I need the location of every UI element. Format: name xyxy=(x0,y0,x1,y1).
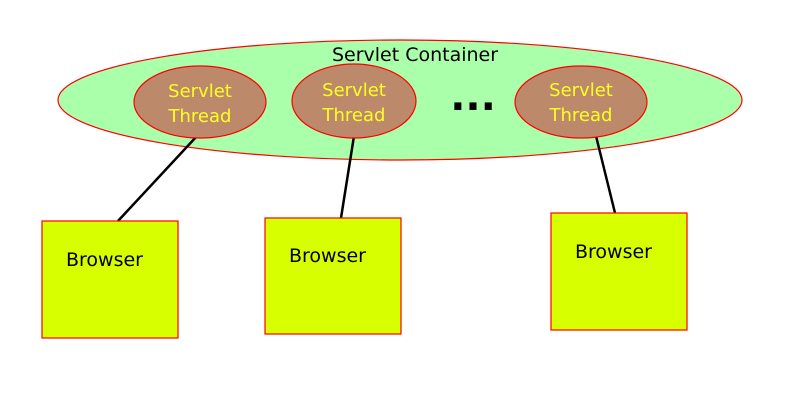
servlet-thread-label-line1: Servlet xyxy=(549,80,613,101)
servlet-thread-label-line2: Thread xyxy=(549,105,613,126)
servlet-thread-ellipse xyxy=(514,65,648,139)
servlet-thread-label-line1: Servlet xyxy=(322,80,386,101)
servlet-thread-label-line2: Thread xyxy=(168,106,232,127)
browser-label: Browser xyxy=(575,241,652,263)
browser-rect xyxy=(41,220,179,339)
connector-line-3 xyxy=(594,135,617,214)
servlet-thread-2: Servlet Thread xyxy=(291,63,417,139)
servlet-thread-ellipse xyxy=(133,65,267,139)
browser-rect xyxy=(264,217,402,335)
browser-box-2: Browser xyxy=(264,217,402,335)
servlet-thread-label-line2: Thread xyxy=(322,105,386,126)
browser-box-1: Browser xyxy=(41,220,179,339)
more-threads-ellipsis: ... xyxy=(450,74,496,120)
servlet-container-label: Servlet Container xyxy=(332,44,498,66)
browser-label: Browser xyxy=(66,249,143,271)
browser-box-3: Browser xyxy=(550,212,688,331)
servlet-thread-1: Servlet Thread xyxy=(133,65,267,139)
servlet-thread-label-line1: Servlet xyxy=(168,81,232,102)
connector-line-2 xyxy=(339,135,356,219)
browser-rect xyxy=(550,212,688,331)
servlet-thread-3: Servlet Thread xyxy=(514,65,648,139)
connector-line-1 xyxy=(117,135,198,222)
browser-label: Browser xyxy=(289,245,366,267)
servlet-thread-ellipse xyxy=(291,63,417,139)
